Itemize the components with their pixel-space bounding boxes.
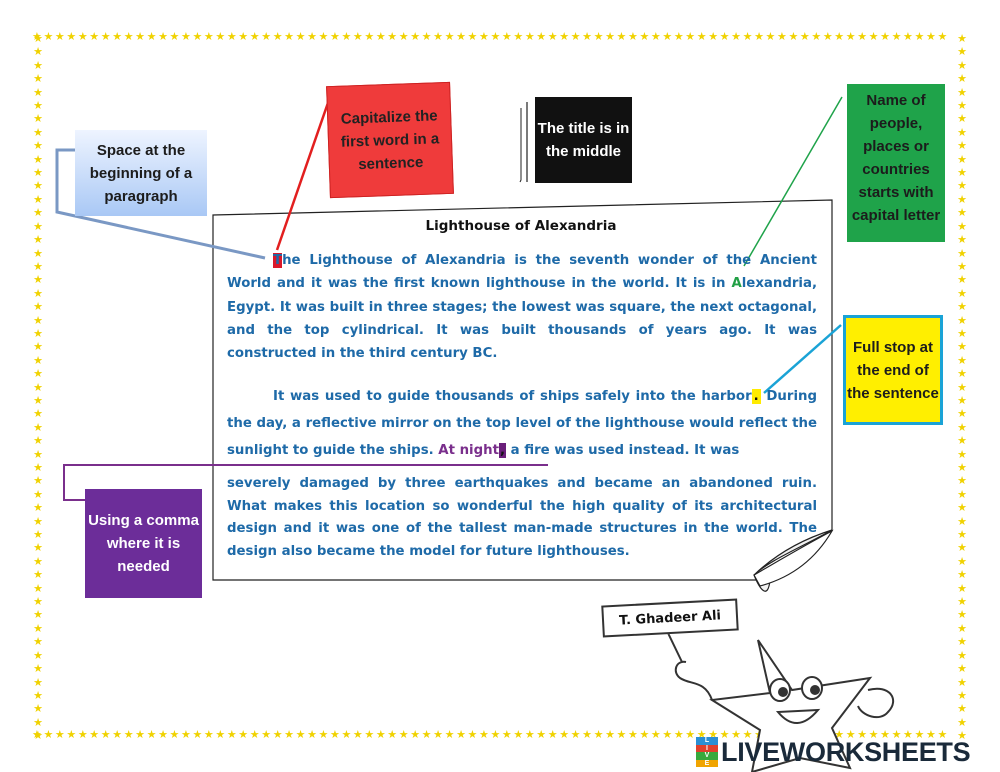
logo-badge-letter: E	[696, 759, 718, 767]
star-border-bottom: ★★★★★★★★★★★★★★★★★★★★★★★★★★★★★★★★★★★★★★★★…	[32, 728, 949, 741]
liveworksheets-logo[interactable]: L I V E LIVEWORKSHEETS	[696, 736, 971, 768]
paragraph-2-text-b: During the day, a reflective mirror on t…	[227, 389, 817, 458]
connector-space	[55, 148, 266, 260]
paragraph-2-text-a: It was used to guide thousands of ships …	[273, 389, 752, 404]
logo-badge-letter: L	[696, 737, 718, 745]
paragraph-1-text-a: he Lighthouse of Alexandria is the seven…	[227, 253, 817, 292]
connector-names	[743, 96, 843, 267]
connector-title-2	[519, 108, 522, 183]
paragraph-2-text-c: a fire was used instead. It was	[506, 443, 740, 458]
logo-text: LIVEWORKSHEETS	[721, 736, 971, 767]
paragraph-1: The Lighthouse of Alexandria is the seve…	[227, 249, 817, 365]
comma-mark: ,	[498, 443, 507, 458]
paragraph-2: It was used to guide thousands of ships …	[227, 383, 817, 464]
full-stop-mark: .	[751, 389, 761, 404]
callout-capital-names: Name of people, places or countries star…	[847, 84, 945, 242]
paragraph-1-text-b: lexandria, Egypt. It was built in three …	[227, 276, 817, 362]
star-border-right: ★★★★★★★★★★★★★★★★★★★★★★★★★★★★★★★★★★★★★★★★…	[957, 32, 967, 744]
connector-comma	[63, 464, 548, 501]
star-border-left: ★★★★★★★★★★★★★★★★★★★★★★★★★★★★★★★★★★★★★★★★…	[33, 32, 43, 744]
callout-space-paragraph: Space at the beginning of a paragraph	[75, 130, 207, 216]
connector-capitalize	[275, 96, 332, 251]
capital-first-letter: T	[273, 253, 283, 268]
callout-capitalize: Capitalize the first word in a sentence	[326, 81, 454, 199]
callout-comma: Using a comma where it is needed	[85, 489, 202, 598]
at-night-phrase: At night	[438, 443, 499, 458]
capital-name-letter: A	[731, 276, 742, 292]
connector-fullstop	[763, 324, 842, 394]
logo-badge-letter: I	[696, 744, 718, 752]
star-border-top: ★★★★★★★★★★★★★★★★★★★★★★★★★★★★★★★★★★★★★★★★…	[32, 30, 949, 43]
callout-full-stop: Full stop at the end of the sentence	[843, 315, 943, 425]
logo-badge-letter: V	[696, 752, 718, 760]
logo-badge-icon: L I V E	[696, 737, 718, 767]
paragraph-3: severely damaged by three earthquakes an…	[227, 476, 817, 559]
document-title: Lighthouse of Alexandria	[425, 218, 617, 234]
paper-curl-fold	[753, 529, 834, 587]
star-character	[667, 632, 895, 772]
callout-title-middle: The title is in the middle	[535, 97, 632, 183]
